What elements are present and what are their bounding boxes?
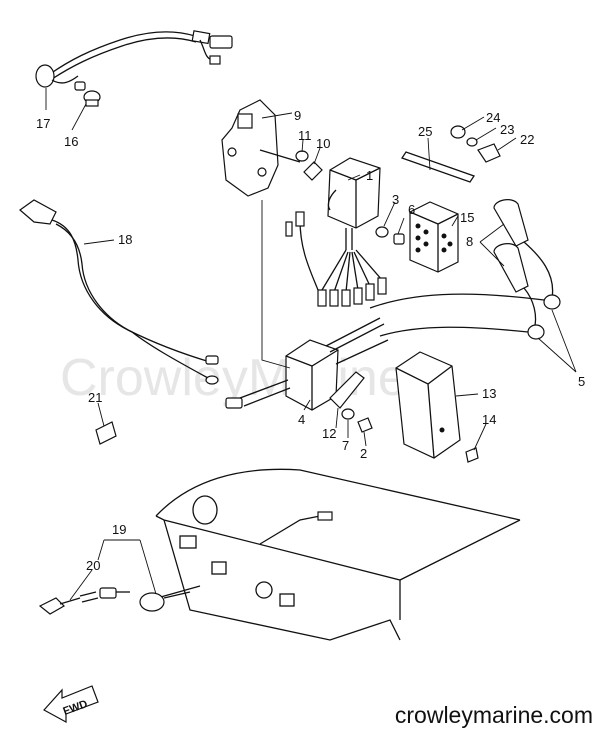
bolt-part [393,233,405,245]
footer-site-name: crowleymarine.com [394,702,593,728]
callout-10: 10 [316,136,330,151]
callout-8: 8 [466,234,473,249]
callout-21: 21 [88,390,102,405]
fwd-arrow-icon: FWD [43,685,99,724]
callout-11: 11 [298,128,312,143]
callout-14: 14 [482,412,496,427]
cover-part [395,351,479,463]
callout-15: 15 [460,210,474,225]
bracket-part [221,99,323,197]
callout-22: 22 [520,132,534,147]
callout-17: 17 [36,116,50,131]
callout-12: 12 [322,426,336,441]
cable-strap-part [400,151,476,183]
callout-1: 1 [366,168,373,183]
clamp-parts [450,125,501,163]
long-cable-part [19,199,219,385]
callout-9: 9 [294,108,301,123]
switch-assembly-part [38,587,191,615]
cdi-unit-part [285,157,387,307]
screw-part [375,226,389,238]
callout-7: 7 [342,438,349,453]
callout-4: 4 [298,412,305,427]
sleeve-part [95,421,117,445]
callout-6: 6 [408,202,415,217]
callout-23: 23 [500,122,514,137]
callout-19: 19 [112,522,126,537]
callout-2: 2 [360,446,367,461]
callout-16: 16 [64,134,78,149]
terminal-block-part [409,201,459,273]
leader-lines [45,88,577,601]
callout-5: 5 [578,374,585,389]
plug-cap-part [369,199,561,340]
switch-harness-part [35,30,233,107]
small-bracket-part [329,371,373,433]
callout-25: 25 [418,124,432,139]
callout-3: 3 [392,192,399,207]
bottom-cowling-part [149,468,521,641]
callout-13: 13 [482,386,496,401]
callout-20: 20 [86,558,100,573]
callout-18: 18 [118,232,132,247]
callout-24: 24 [486,110,500,125]
callout-labels: 17 16 9 11 10 1 3 6 15 25 24 23 22 8 18 … [36,108,585,573]
